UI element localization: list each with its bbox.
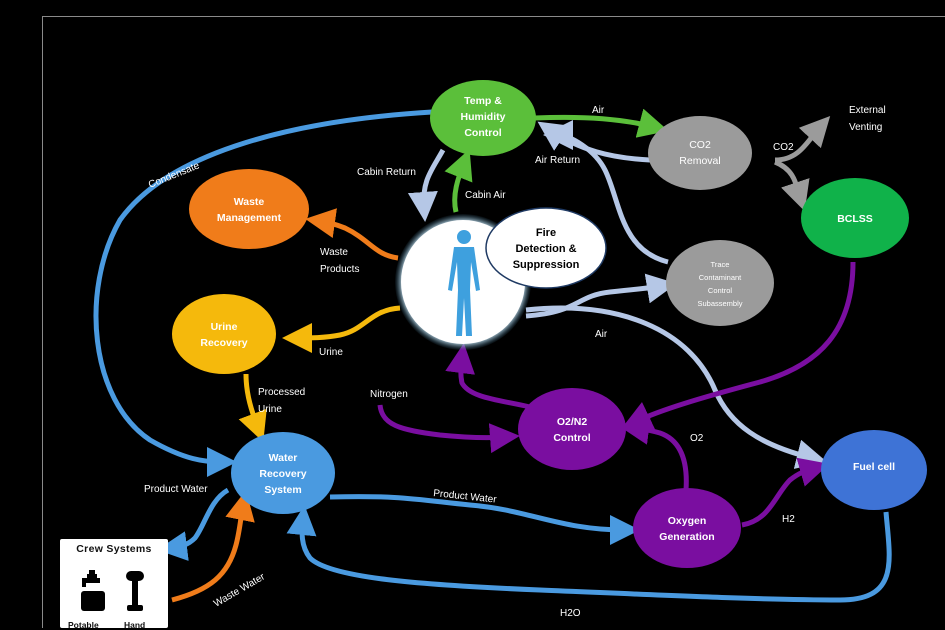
svg-text:Recovery: Recovery — [259, 468, 306, 480]
svg-text:BCLSS: BCLSS — [837, 213, 873, 225]
cabin-return-flow — [407, 148, 446, 222]
node-fuel-cell: Fuel cell — [821, 430, 927, 510]
svg-text:Recovery: Recovery — [200, 337, 247, 349]
o2-flow — [619, 414, 689, 491]
node-fire-detection: Fire Detection & Suppression — [485, 207, 607, 289]
svg-text:Temp &: Temp & — [464, 95, 502, 107]
o2n2-human-flow — [445, 343, 531, 410]
crew-systems-box: Crew Systems Potable Hand — [60, 539, 168, 630]
waste-water-flow — [171, 490, 255, 603]
crew-item-hand: Hand — [124, 620, 146, 630]
svg-text:Water: Water — [269, 452, 298, 464]
svg-text:Control: Control — [553, 432, 590, 444]
label-waste-products-2: Products — [320, 264, 359, 275]
label-cabin-air: Cabin Air — [465, 190, 506, 201]
label-air-return: Air Return — [535, 155, 580, 166]
svg-text:Fire: Fire — [536, 227, 556, 239]
label-h2: H2 — [782, 514, 795, 525]
label-processed-urine-1: Processed — [258, 387, 305, 398]
label-air-mid: Air — [595, 329, 608, 340]
label-co2: CO2 — [773, 142, 794, 153]
label-external-venting-2: Venting — [849, 122, 882, 133]
svg-text:Urine: Urine — [211, 321, 238, 333]
node-co2-removal: CO2 Removal — [648, 116, 752, 190]
product-water-crew-flow — [157, 487, 230, 562]
label-nitrogen: Nitrogen — [370, 389, 408, 400]
svg-text:System: System — [264, 484, 301, 496]
potable-water-icon — [81, 570, 105, 611]
crew-item-potable: Potable — [68, 620, 99, 630]
svg-text:Generation: Generation — [659, 531, 714, 543]
svg-text:Fuel cell: Fuel cell — [853, 461, 895, 473]
co2-venting-flow — [774, 115, 831, 163]
label-waste-products-1: Waste — [320, 247, 348, 258]
node-temp-humidity-control: Temp & Humidity Control — [430, 80, 536, 156]
crew-systems-title: Crew Systems — [76, 543, 152, 555]
svg-text:Control: Control — [708, 286, 733, 295]
bclss-o2n2-flow — [621, 261, 856, 430]
svg-text:Detection &: Detection & — [515, 243, 576, 255]
node-bclss: BCLSS — [801, 178, 909, 258]
processed-urine-flow — [238, 373, 267, 443]
svg-text:Contaminant: Contaminant — [699, 273, 742, 282]
label-o2: O2 — [690, 433, 704, 444]
air-flow-to-co2 — [534, 108, 669, 138]
svg-text:Humidity: Humidity — [461, 111, 506, 123]
svg-text:Waste: Waste — [234, 196, 265, 208]
label-urine: Urine — [319, 347, 343, 358]
label-product-water-left: Product Water — [144, 484, 208, 495]
svg-text:Subassembly: Subassembly — [697, 299, 742, 308]
node-water-recovery: Water Recovery System — [231, 432, 335, 514]
svg-text:Suppression: Suppression — [513, 259, 580, 271]
diagram-frame — [42, 16, 945, 628]
label-cabin-return: Cabin Return — [357, 167, 416, 178]
cabin-air-flow — [444, 149, 473, 213]
label-processed-urine-2: Urine — [258, 404, 282, 415]
label-air-top: Air — [592, 105, 605, 116]
hand-wash-icon — [126, 571, 144, 611]
co2-bclss-flow — [773, 159, 810, 212]
node-o2n2-control: O2/N2 Control — [518, 388, 626, 470]
svg-text:CO2: CO2 — [689, 139, 711, 151]
crew-icons — [81, 570, 144, 611]
human-fuelcell-flow — [525, 305, 827, 469]
label-h2o: H2O — [560, 608, 581, 619]
svg-text:Oxygen: Oxygen — [668, 515, 707, 527]
node-urine-recovery: Urine Recovery — [172, 294, 276, 374]
product-water-flow — [329, 494, 640, 545]
node-trace-contaminant: Trace Contaminant Control Subassembly — [666, 240, 774, 326]
label-condensate: Condensate — [147, 160, 202, 191]
svg-text:Trace: Trace — [711, 260, 730, 269]
node-oxygen-generation: Oxygen Generation — [633, 488, 741, 568]
svg-text:Management: Management — [217, 212, 282, 224]
svg-text:O2/N2: O2/N2 — [557, 416, 588, 428]
label-external-venting-1: External — [849, 105, 886, 116]
svg-text:Removal: Removal — [679, 155, 720, 167]
human-trace-flow — [525, 273, 677, 319]
svg-text:Control: Control — [464, 127, 501, 139]
condensate-flow — [93, 109, 433, 477]
node-waste-management: Waste Management — [189, 169, 309, 249]
human-figure-icon — [448, 230, 480, 336]
urine-flow — [282, 305, 401, 353]
h2o-flow — [286, 505, 892, 603]
nitrogen-flow — [377, 404, 520, 454]
h2-flow — [741, 457, 830, 528]
trace-return-flow — [543, 120, 669, 265]
waste-products-flow — [305, 208, 399, 261]
